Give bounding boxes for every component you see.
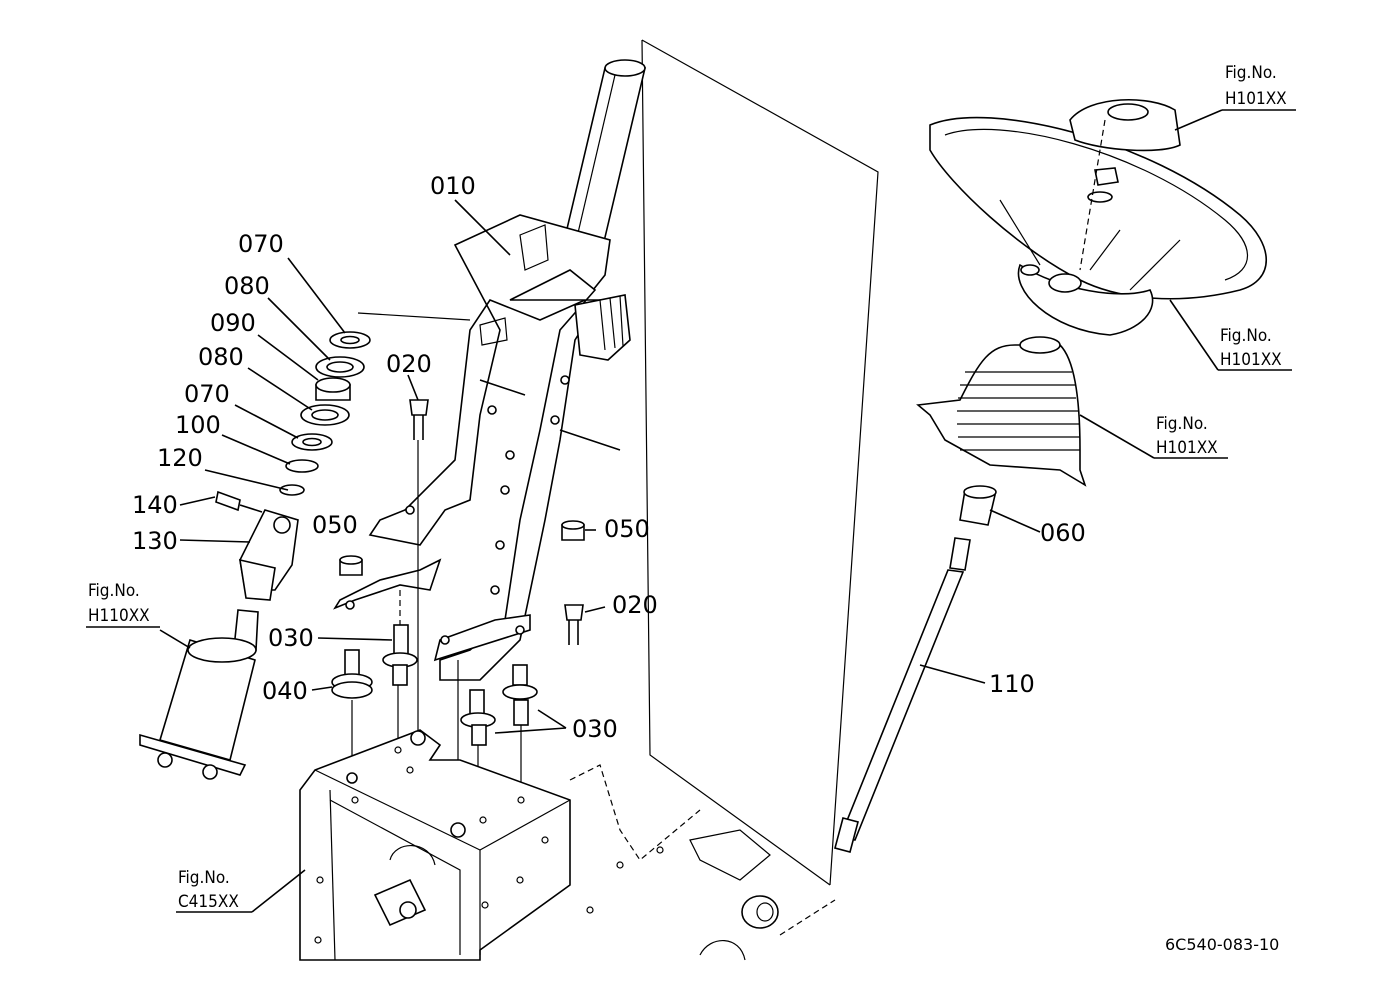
label-120: 120 <box>157 444 203 472</box>
figref-1-caption: Fig.No. <box>1225 63 1277 83</box>
label-050-left: 050 <box>312 511 358 539</box>
label-030-left: 030 <box>268 624 314 652</box>
figref-2-caption: Fig.No. <box>1220 326 1272 346</box>
reference-panel <box>641 39 879 886</box>
steering-column-tube <box>560 59 647 251</box>
figref-1-code: H101XX <box>1225 89 1287 109</box>
label-110: 110 <box>989 670 1035 698</box>
leader-lines <box>159 109 1292 913</box>
label-020-right: 020 <box>612 591 658 619</box>
steering-motor <box>139 609 259 780</box>
label-040: 040 <box>262 677 308 705</box>
label-100: 100 <box>175 411 221 439</box>
nuts-050 <box>339 520 585 576</box>
label-070-bottom: 070 <box>184 380 230 408</box>
figref-5-code: C415XX <box>178 892 239 912</box>
figref-2-code: H101XX <box>1220 350 1282 370</box>
figref-3-caption: Fig.No. <box>1156 414 1208 434</box>
bearing-stack <box>279 312 471 496</box>
steering-shaft <box>834 485 997 853</box>
figure-references: Fig.No. H101XX Fig.No. H101XX Fig.No. H1… <box>86 63 1296 912</box>
universal-joint <box>215 490 299 601</box>
figref-4-code: H110XX <box>88 606 150 626</box>
part-labels: 010 070 080 090 080 070 100 120 140 130 … <box>132 172 1086 743</box>
column-bracket <box>333 214 631 681</box>
label-060: 060 <box>1040 519 1086 547</box>
label-090: 090 <box>210 309 256 337</box>
figref-3-code: H101XX <box>1156 438 1218 458</box>
rubber-mounts <box>331 440 538 830</box>
label-050-right: 050 <box>604 515 650 543</box>
steering-boot <box>916 336 1087 487</box>
label-080-bottom: 080 <box>198 343 244 371</box>
label-070-top: 070 <box>238 230 284 258</box>
label-080-top: 080 <box>224 272 270 300</box>
label-010: 010 <box>430 172 476 200</box>
bolts-020 <box>409 399 584 645</box>
figref-5-caption: Fig.No. <box>178 868 230 888</box>
chassis-frame <box>299 729 836 961</box>
label-140: 140 <box>132 491 178 519</box>
figref-4-caption: Fig.No. <box>88 581 140 601</box>
drawing-code: 6C540-083-10 <box>1165 935 1279 954</box>
label-130: 130 <box>132 527 178 555</box>
label-030-right: 030 <box>572 715 618 743</box>
steering-wheel <box>929 98 1267 336</box>
label-020-top: 020 <box>386 350 432 378</box>
